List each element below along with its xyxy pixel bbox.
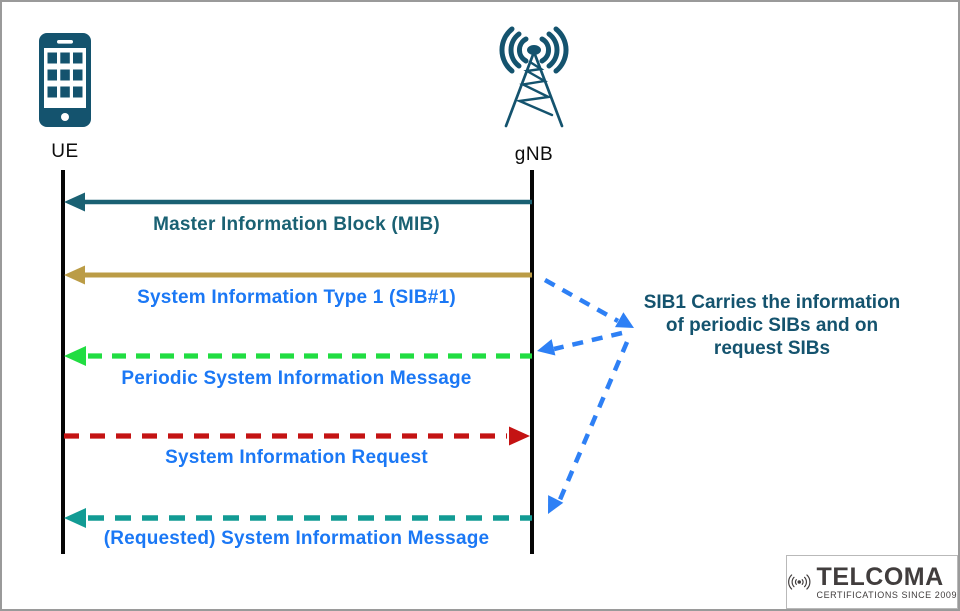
arrow-si-request bbox=[64, 426, 530, 446]
arrowhead-right bbox=[509, 426, 530, 446]
brand-tagline: CERTIFICATIONS SINCE 2009 bbox=[816, 589, 957, 600]
smartphone-icon bbox=[39, 33, 91, 127]
message-label-si-request: System Information Request bbox=[165, 447, 428, 468]
arrowhead-left bbox=[64, 346, 86, 366]
radio-waves-icon bbox=[788, 574, 811, 590]
arrowhead-left bbox=[64, 192, 85, 212]
sib1-annotation: SIB1 Carries the information of periodic… bbox=[643, 292, 901, 359]
arrowhead-left bbox=[64, 265, 85, 285]
message-label-sib1: System Information Type 1 (SIB#1) bbox=[137, 287, 456, 308]
arrowhead-left bbox=[64, 508, 86, 528]
connector-arrowhead-at-periodic bbox=[537, 339, 556, 356]
brand-name: TELCOMA bbox=[816, 562, 944, 591]
telcoma-logo: TELCOMA CERTIFICATIONS SINCE 2009 bbox=[786, 555, 958, 609]
actor-gnb-label: gNB bbox=[514, 144, 554, 165]
arrow-periodic-si bbox=[64, 346, 532, 366]
connector-to-requested-si bbox=[556, 341, 630, 503]
connector-from-sib1 bbox=[543, 278, 620, 323]
message-label-periodic-si: Periodic System Information Message bbox=[121, 368, 472, 389]
annotation-connectors bbox=[543, 278, 630, 503]
actor-ue: UE bbox=[39, 33, 91, 163]
actor-gnb: gNB bbox=[486, 26, 582, 166]
arrow-requested-si bbox=[64, 508, 532, 528]
antenna-tower-icon bbox=[499, 26, 569, 128]
arrow-sib1 bbox=[64, 265, 532, 285]
connector-arrowhead-at-requested bbox=[548, 495, 564, 514]
connector-to-periodic-si bbox=[553, 330, 623, 352]
actor-ue-label: UE bbox=[51, 141, 79, 162]
connector-arrowhead-to-annotation bbox=[615, 312, 634, 328]
message-label-requested-si: (Requested) System Information Message bbox=[103, 528, 490, 549]
arrow-mib bbox=[64, 192, 532, 212]
message-label-mib: Master Information Block (MIB) bbox=[153, 214, 440, 235]
